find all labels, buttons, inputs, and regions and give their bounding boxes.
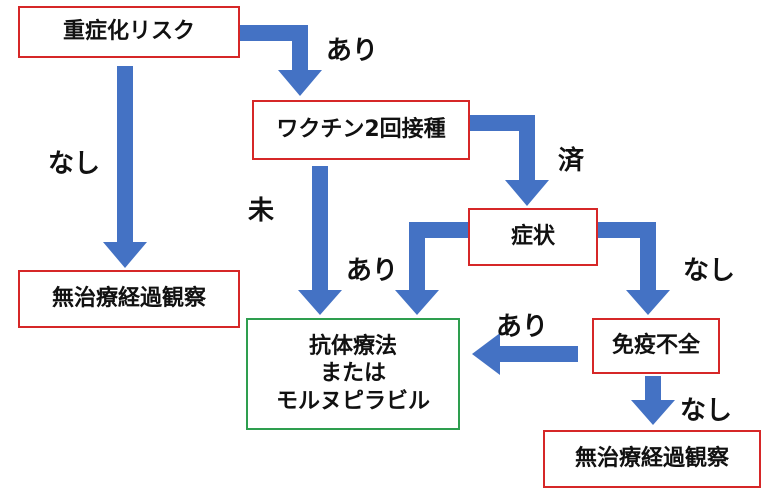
arrow-symptoms-to-immune — [598, 222, 670, 315]
node-immune-label: 免疫不全 — [611, 333, 700, 359]
node-vaccine-label: ワクチン2回接種 — [276, 117, 446, 143]
node-treatment-line1: 抗体療法 — [308, 333, 397, 359]
edge-label-immune-no: なし — [680, 396, 733, 426]
arrow-immune-to-treatment — [472, 333, 578, 375]
node-no-treatment-right-label: 無治療経過観察 — [574, 446, 729, 472]
edge-label-vaccine-not: 未 — [248, 196, 275, 226]
node-immune: 免疫不全 — [592, 318, 720, 374]
edge-label-symptoms-no: なし — [683, 256, 736, 286]
node-treatment-line2: または — [319, 361, 386, 387]
node-symptoms: 症状 — [468, 208, 598, 266]
edge-label-risk-yes: あり — [326, 36, 379, 66]
edge-label-symptoms-yes: あり — [346, 256, 399, 286]
node-symptoms-label: 症状 — [510, 224, 555, 250]
node-risk: 重症化リスク — [18, 6, 240, 58]
node-treatment-line3: モルヌピラビル — [275, 388, 430, 414]
node-no-treatment-right: 無治療経過観察 — [543, 430, 761, 488]
edge-label-immune-yes: あり — [496, 312, 549, 342]
arrow-immune-to-no-treatment — [631, 376, 675, 425]
node-treatment: 抗体療法 または モルヌピラビル — [246, 318, 460, 430]
arrow-risk-to-no-treatment — [103, 66, 147, 268]
edge-label-vaccine-done: 済 — [558, 146, 585, 176]
edge-label-risk-no: なし — [48, 149, 101, 179]
arrow-vaccine-to-symptoms — [470, 115, 549, 206]
arrow-risk-to-vaccine — [240, 25, 322, 96]
node-no-treatment-left: 無治療経過観察 — [18, 270, 240, 328]
node-vaccine: ワクチン2回接種 — [252, 100, 470, 160]
node-no-treatment-left-label: 無治療経過観察 — [51, 286, 206, 312]
arrow-vaccine-to-treatment — [298, 166, 342, 315]
node-risk-label: 重症化リスク — [62, 19, 195, 45]
arrow-symptoms-to-treatment — [395, 222, 468, 315]
